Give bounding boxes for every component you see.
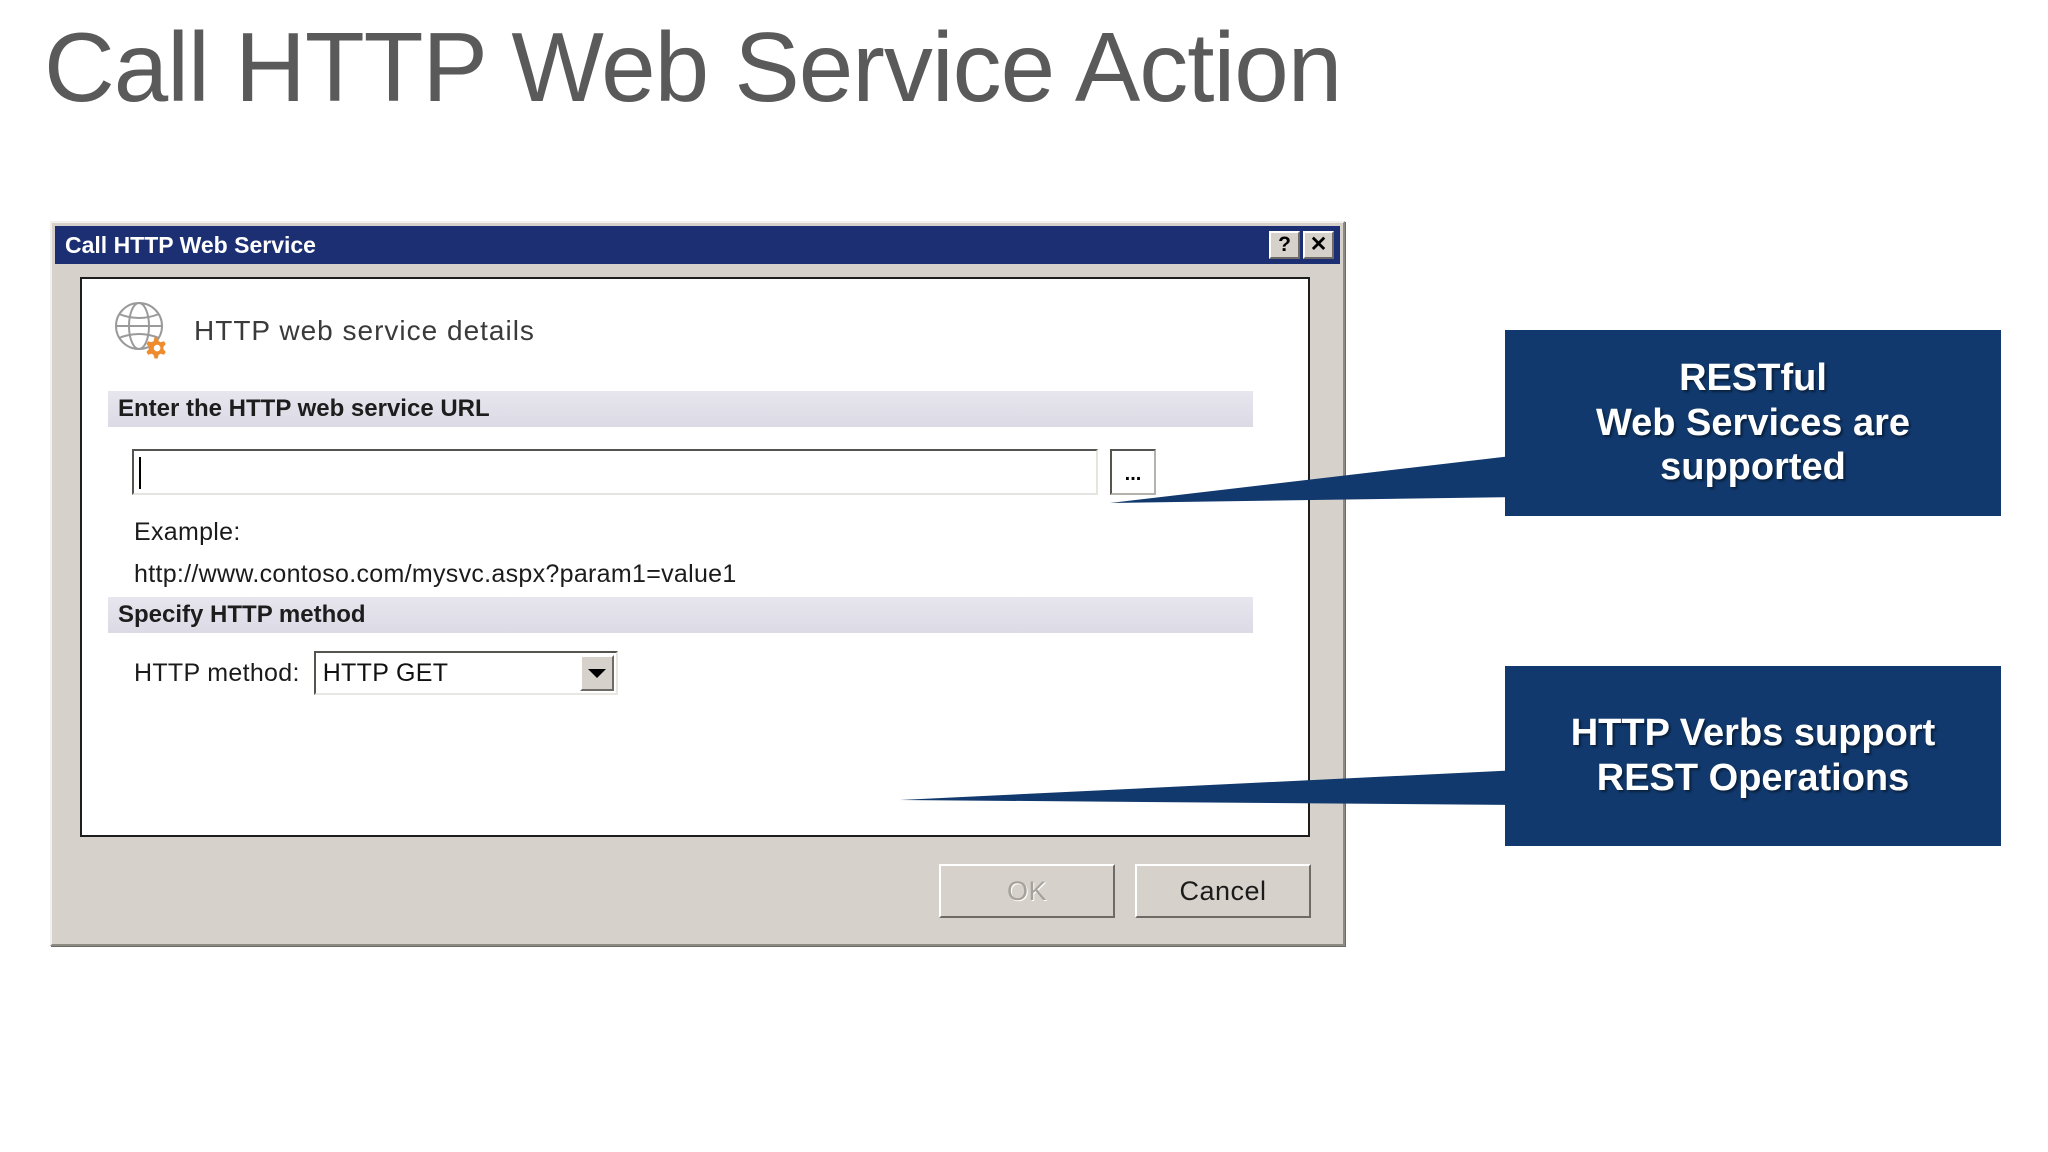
section-header-method: Specify HTTP method (108, 597, 1253, 633)
page-title: Call HTTP Web Service Action (44, 12, 1342, 122)
help-icon[interactable]: ? (1269, 231, 1300, 259)
section-header-url-label: Enter the HTTP web service URL (118, 395, 490, 422)
dialog-titlebar[interactable]: Call HTTP Web Service ? ✕ (55, 226, 1340, 264)
callout-restful: RESTful Web Services are supported (1505, 330, 2001, 516)
example-hint: Example: http://www.contoso.com/mysvc.as… (134, 511, 737, 595)
example-caption: Example: (134, 518, 241, 546)
callout-restful-line1: RESTful (1679, 356, 1827, 399)
dialog-title: Call HTTP Web Service (65, 231, 316, 258)
call-http-web-service-dialog: Call HTTP Web Service ? ✕ (50, 221, 1345, 946)
section-header-method-label: Specify HTTP method (118, 601, 366, 628)
titlebar-button-group: ? ✕ (1269, 231, 1340, 259)
callout-restful-line3: supported (1660, 446, 1846, 489)
callout-http-verbs-line1: HTTP Verbs support (1570, 712, 1936, 755)
close-icon[interactable]: ✕ (1303, 231, 1334, 259)
section-header-url: Enter the HTTP web service URL (108, 391, 1253, 427)
dialog-content-panel: HTTP web service details Enter the HTTP … (80, 277, 1310, 837)
globe-gear-icon (110, 299, 174, 363)
browse-button[interactable]: ... (1110, 449, 1156, 495)
text-caret (139, 457, 141, 489)
ok-button[interactable]: OK (939, 864, 1115, 918)
http-method-row: HTTP method: HTTP GET (134, 651, 618, 695)
cancel-button[interactable]: Cancel (1135, 864, 1311, 918)
http-method-label: HTTP method: (134, 658, 300, 687)
http-method-value: HTTP GET (322, 658, 449, 687)
panel-header-label: HTTP web service details (194, 315, 535, 346)
callout-http-verbs-line2: REST Operations (1596, 757, 1910, 799)
panel-header: HTTP web service details (110, 299, 535, 363)
url-field-row: ... (132, 449, 1156, 495)
callout-http-verbs: HTTP Verbs support REST Operations (1505, 666, 2001, 846)
dialog-footer: OK Cancel (939, 864, 1311, 918)
http-method-select[interactable]: HTTP GET (313, 651, 618, 695)
example-url: http://www.contoso.com/mysvc.aspx?param1… (134, 560, 737, 588)
url-input[interactable] (132, 449, 1098, 495)
callout-restful-line2: Web Services are (1595, 401, 1911, 444)
chevron-down-icon[interactable] (579, 655, 614, 691)
